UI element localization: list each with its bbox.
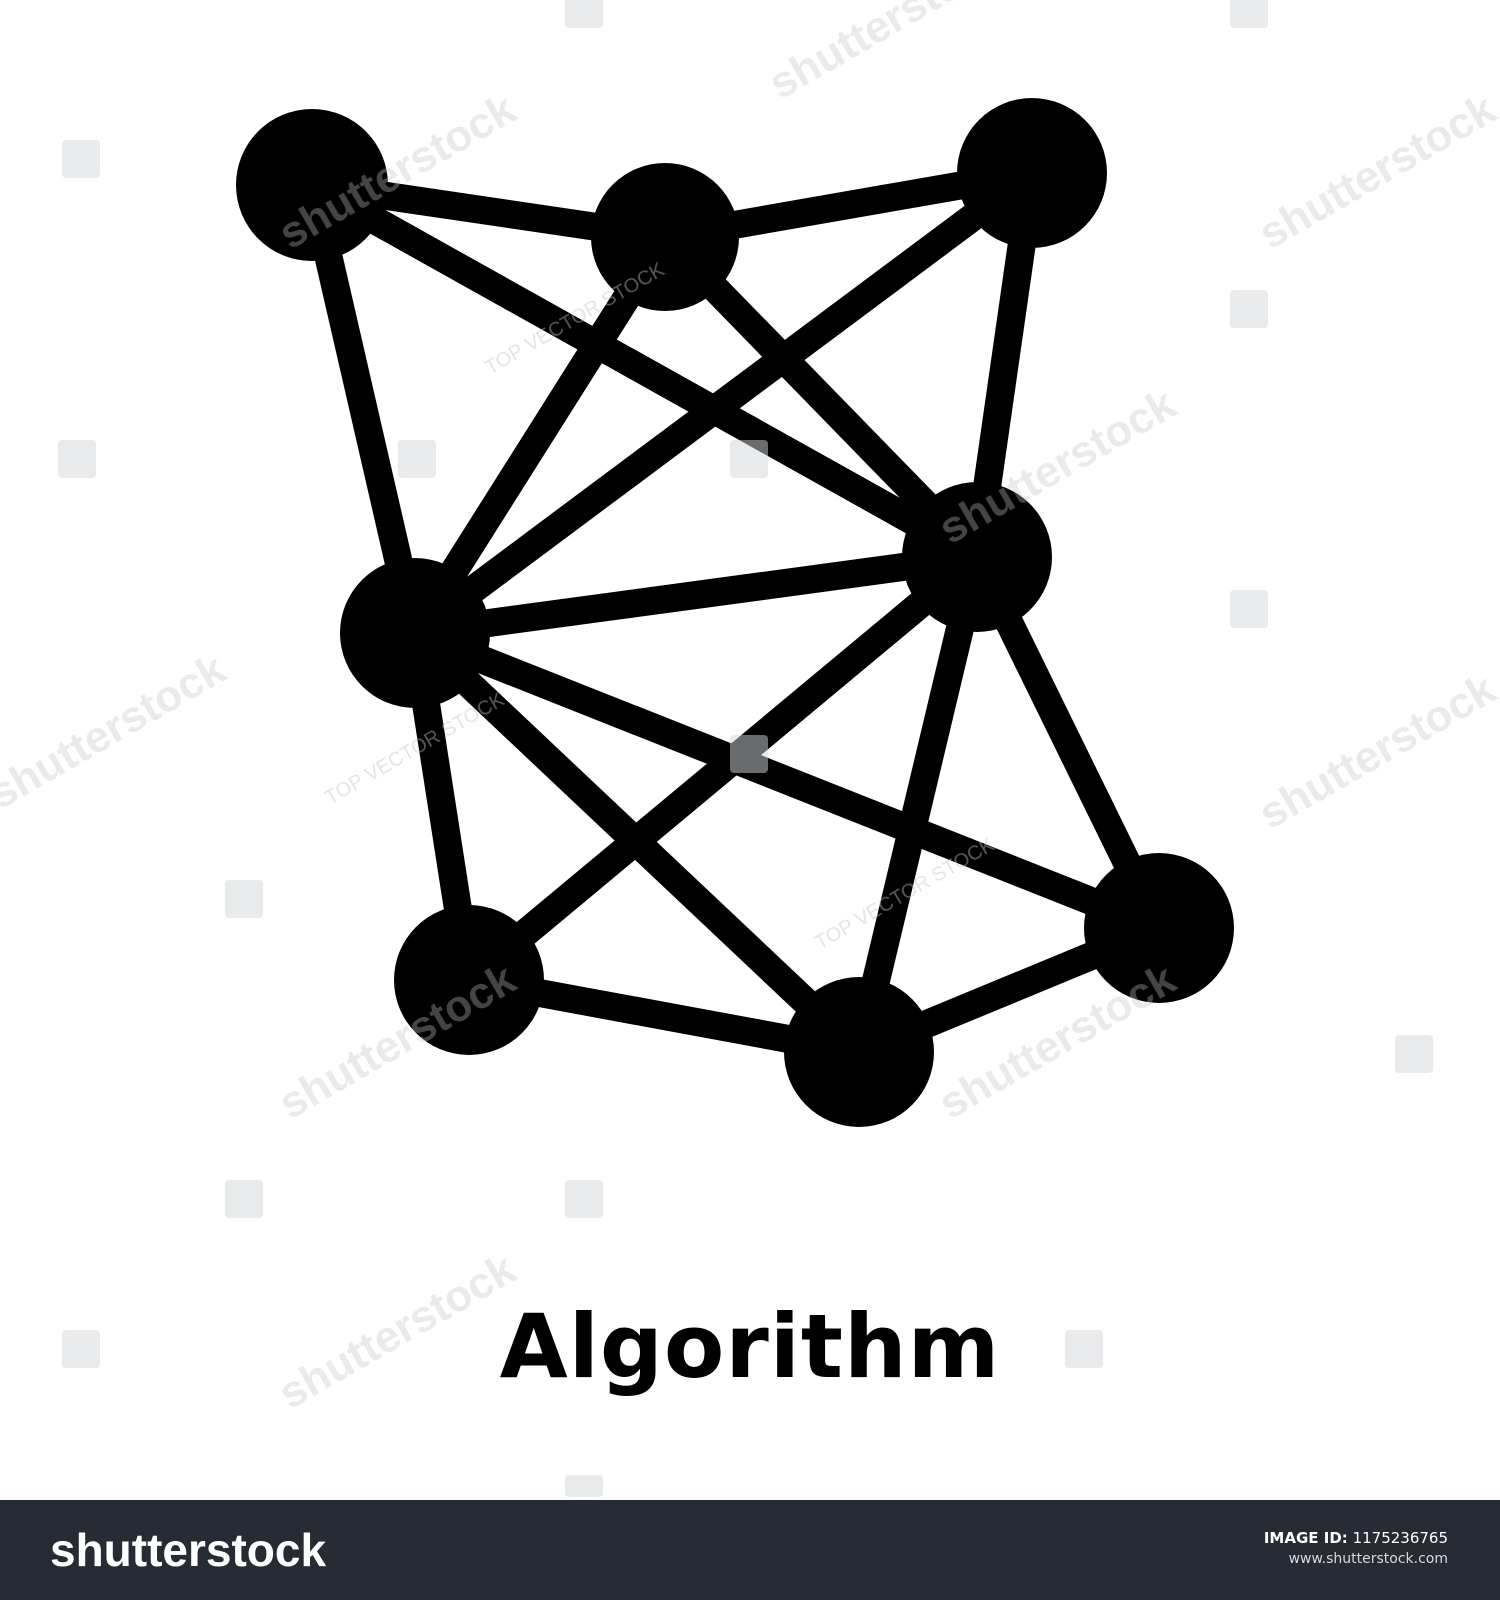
- network-node: [957, 98, 1107, 248]
- network-node: [236, 109, 388, 261]
- network-edge: [298, 171, 991, 571]
- image-id-value: 1175236765: [1352, 1529, 1448, 1547]
- image-id-line: IMAGE ID: 1175236765: [1264, 1528, 1448, 1548]
- network-node: [340, 558, 490, 708]
- network-edge: [845, 543, 991, 1066]
- footer-bar: shutterstock IMAGE ID: 1175236765 www.sh…: [0, 1500, 1500, 1600]
- algorithm-network-icon: [236, 98, 1234, 1127]
- network-edge: [298, 171, 429, 647]
- network-node: [784, 977, 934, 1127]
- icon-caption: Algorithm: [499, 1295, 1001, 1398]
- footer-url: www.shutterstock.com: [1288, 1551, 1448, 1567]
- network-edge: [401, 543, 991, 647]
- watermark-square: [565, 1475, 603, 1497]
- network-edge: [401, 159, 1046, 647]
- network-node: [394, 905, 544, 1055]
- image-id-label: IMAGE ID:: [1263, 1529, 1348, 1547]
- footer-logo-text: shutterstock: [50, 1524, 326, 1576]
- shutterstock-logo: shutterstock: [50, 1524, 326, 1576]
- network-node: [1084, 853, 1234, 1003]
- network-edge: [455, 543, 991, 994]
- network-edge: [401, 619, 1173, 942]
- network-node: [902, 482, 1052, 632]
- footer-meta: IMAGE ID: 1175236765 www.shutterstock.co…: [1264, 1528, 1448, 1570]
- network-node: [591, 163, 739, 311]
- network-edge: [401, 223, 679, 647]
